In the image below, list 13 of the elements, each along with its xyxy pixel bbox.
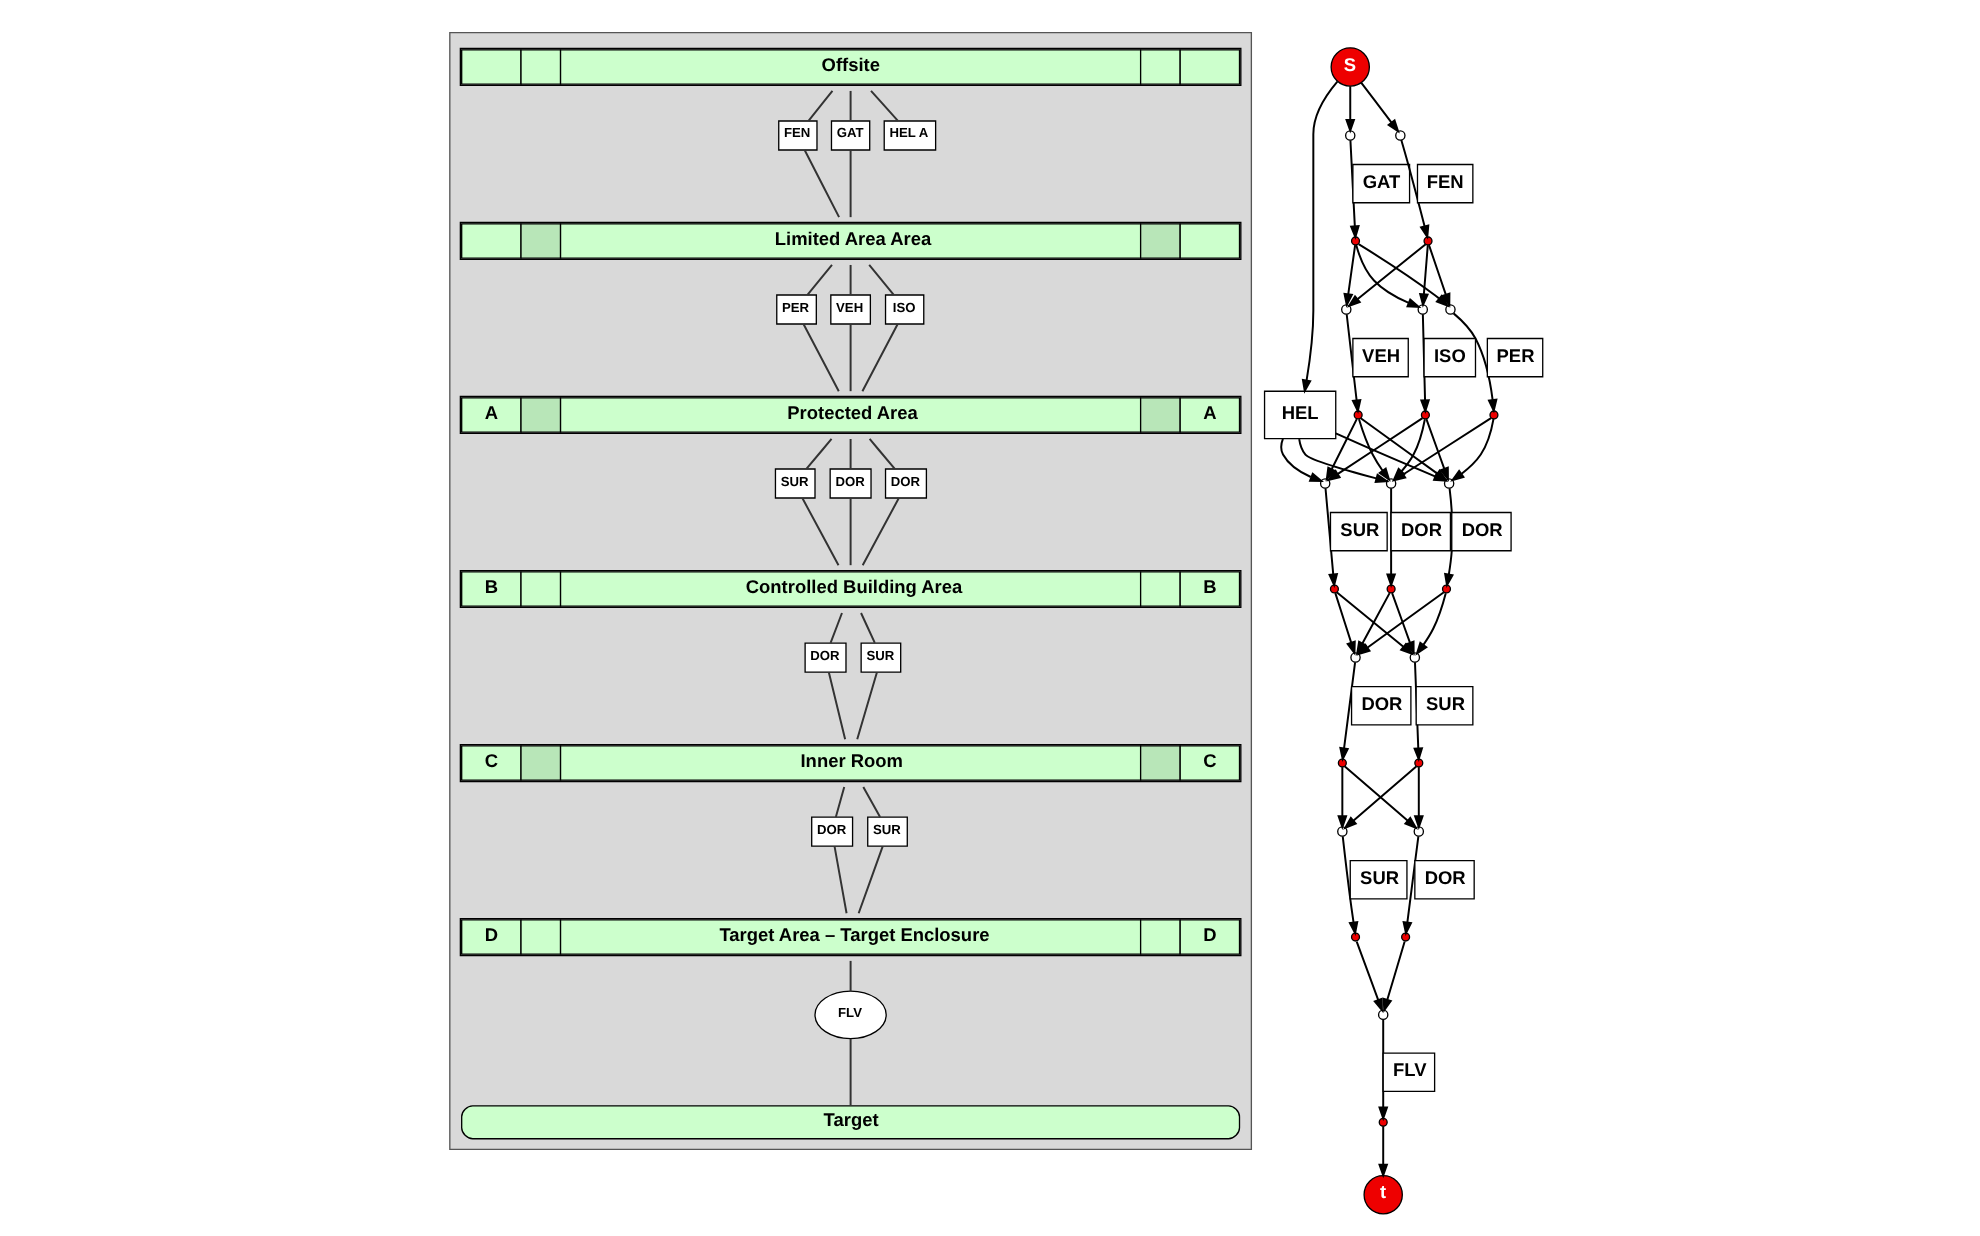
edge-label: DOR <box>1360 693 1402 714</box>
edge-label: SUR <box>1425 693 1464 714</box>
edge-label: SUR <box>1359 867 1399 888</box>
edge-label: PER <box>1495 345 1534 366</box>
edge-label: DOR <box>1423 867 1465 888</box>
edge-label: GAT <box>1361 171 1400 192</box>
edge-label: DOR <box>1460 519 1502 540</box>
edge-label: FLV <box>1392 1060 1426 1081</box>
edge-label: VEH <box>1361 345 1400 366</box>
edge-label: SUR <box>1339 519 1379 540</box>
edge-label: FEN <box>1425 171 1463 192</box>
edge-label: ISO <box>1432 345 1465 366</box>
edge-label: DOR <box>1400 519 1441 540</box>
